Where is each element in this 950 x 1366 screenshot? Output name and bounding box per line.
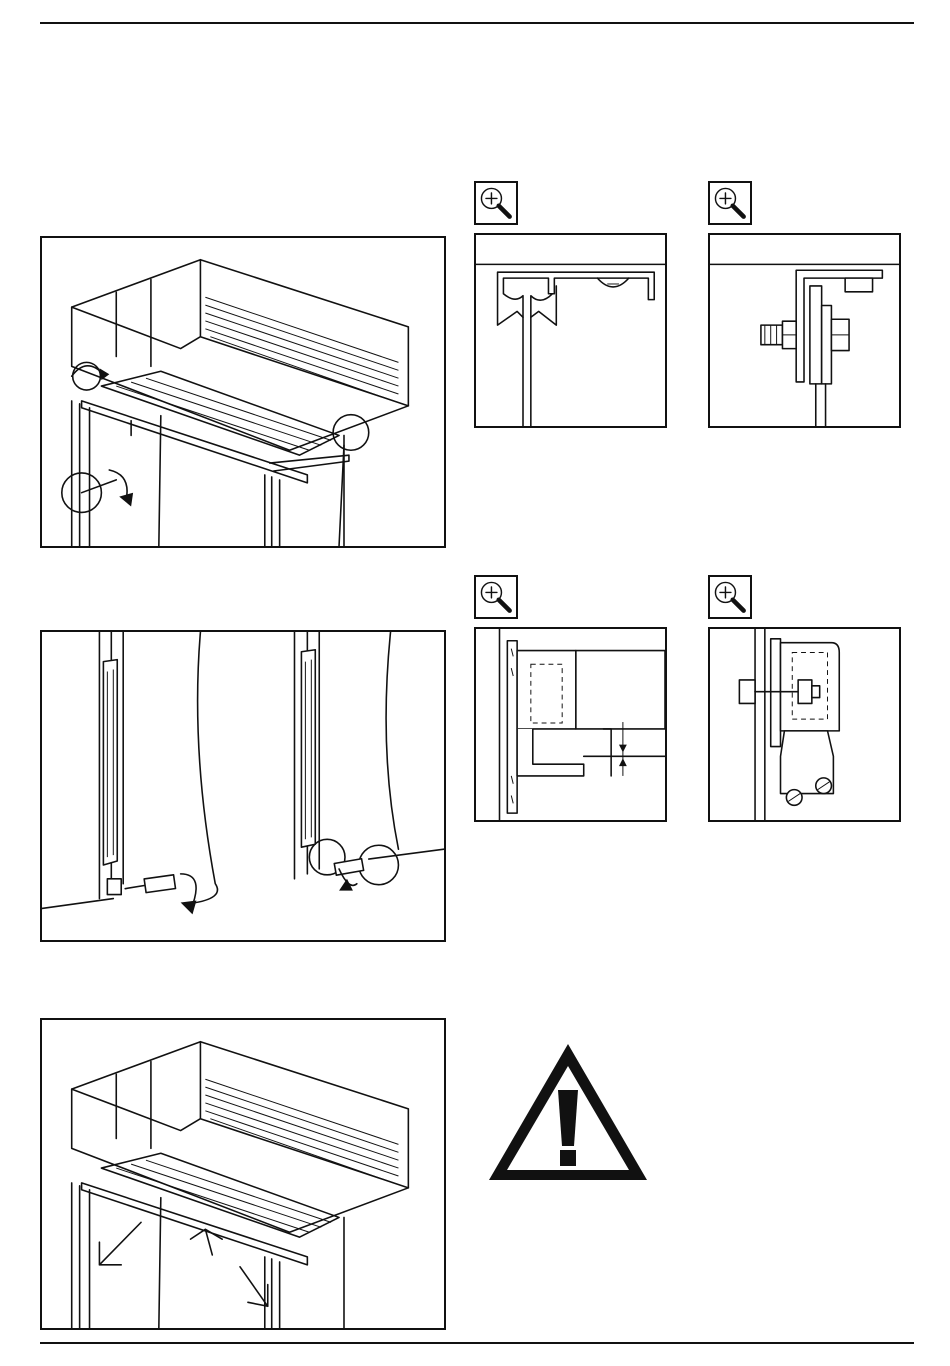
figure-unit-removal [40, 1018, 446, 1330]
zoom-in-icon [708, 181, 752, 225]
detail-bolt-side [708, 233, 901, 428]
detail-bracket-gap [474, 627, 667, 822]
detail-hinge-bolt [708, 627, 901, 822]
zoom-in-icon [474, 575, 518, 619]
bottom-rule [40, 1342, 914, 1344]
zoom-in-icon [474, 181, 518, 225]
top-rule [40, 22, 914, 24]
detail-top-profile [474, 233, 667, 428]
zoom-in-icon [708, 575, 752, 619]
figure-side-panels [40, 630, 446, 942]
figure-unit-mounting [40, 236, 446, 548]
warning-triangle-icon [483, 1038, 653, 1186]
